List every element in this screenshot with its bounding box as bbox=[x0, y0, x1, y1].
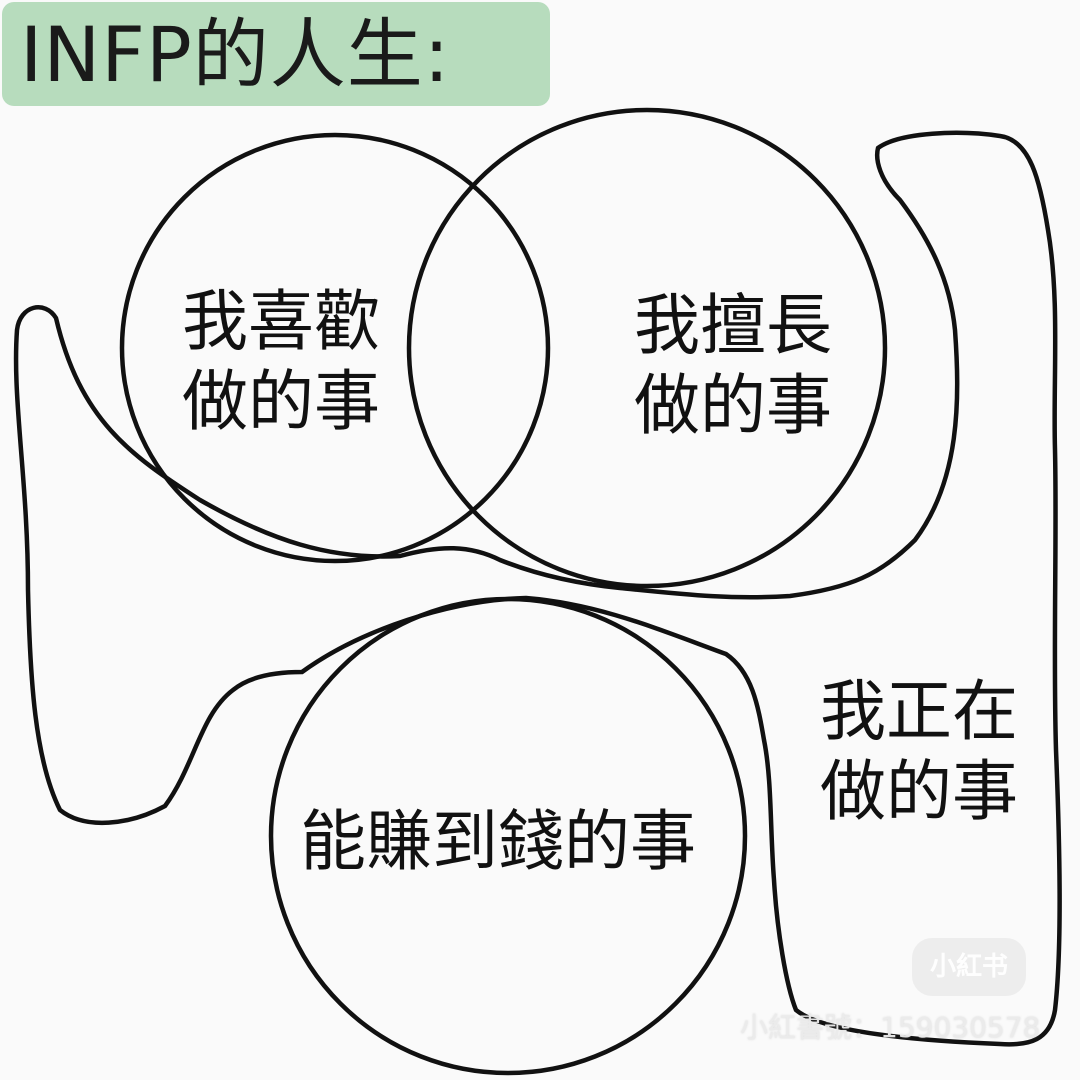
circle-things-i-like bbox=[119, 132, 551, 564]
circle-things-that-make-money bbox=[268, 596, 748, 1076]
label-things-that-make-money-line1: 能賺到錢的事 bbox=[300, 803, 696, 880]
outer-loop-current-activity bbox=[13, 130, 1062, 1047]
watermark-account-id: 小紅書號：159030578 bbox=[740, 1011, 1041, 1044]
label-current-activity-line1: 我正在 bbox=[820, 673, 1018, 750]
label-things-im-good-at-line1: 我擅長 bbox=[634, 287, 832, 364]
label-things-i-like-line1: 我喜歡 bbox=[182, 283, 380, 360]
title-banner: INFP的人生: bbox=[2, 2, 550, 106]
circle-things-im-good-at bbox=[406, 107, 888, 589]
label-current-activity-line2: 做的事 bbox=[820, 753, 1018, 830]
label-things-im-good-at: 我擅長 做的事 bbox=[634, 286, 832, 446]
label-things-i-like: 我喜歡 做的事 bbox=[182, 282, 380, 442]
label-things-that-make-money: 能賺到錢的事 bbox=[300, 802, 696, 882]
page-title: INFP的人生: bbox=[20, 10, 451, 99]
watermark-badge: 小紅书 bbox=[912, 938, 1026, 996]
label-things-i-like-line2: 做的事 bbox=[182, 363, 380, 440]
label-things-im-good-at-line2: 做的事 bbox=[634, 367, 832, 444]
label-current-activity: 我正在 做的事 bbox=[820, 672, 1018, 832]
